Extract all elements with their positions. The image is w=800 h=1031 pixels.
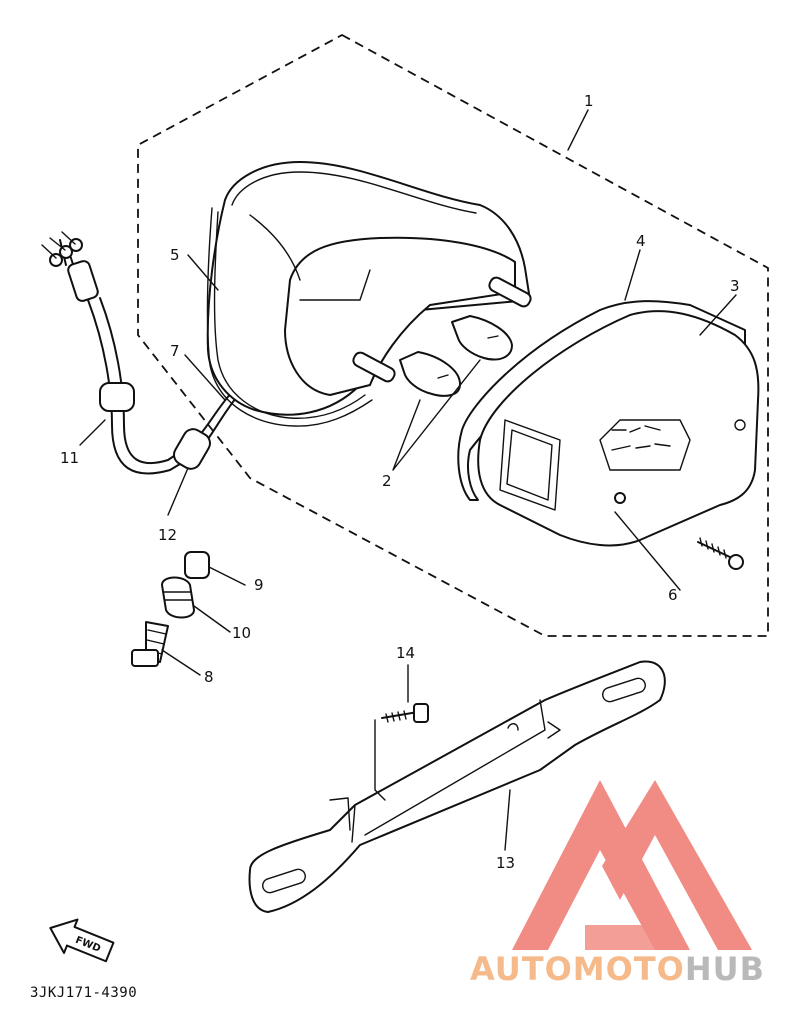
wire-clamp (173, 428, 211, 470)
forward-direction-arrow: FWD (49, 918, 115, 963)
bulb-lower (399, 351, 461, 397)
mounting-stud (488, 276, 532, 308)
tail-light-base (206, 161, 532, 427)
logo-mountain-right (602, 780, 752, 950)
callout-10: 10 (232, 624, 251, 642)
leader-lines (79, 109, 737, 851)
wire-harness (41, 231, 237, 475)
watermark-logo (512, 780, 752, 950)
logo-mountain-left (512, 780, 690, 950)
watermark-text: AUTOMOTOHUB (470, 950, 765, 988)
assembly-boundary (137, 33, 769, 637)
callout-1: 1 (584, 92, 594, 110)
callout-7: 7 (170, 342, 180, 360)
callout-9: 9 (254, 576, 264, 594)
wire-grommet (99, 382, 135, 412)
bulb-upper (451, 315, 513, 361)
bulbs (399, 315, 513, 397)
callout-numbers: 1 2 3 4 5 6 7 8 9 10 11 12 13 14 (60, 92, 740, 872)
spacer-collar (184, 551, 210, 579)
tail-light-lens (477, 310, 760, 547)
callout-12: 12 (158, 526, 177, 544)
callout-13: 13 (496, 854, 515, 872)
callout-4: 4 (636, 232, 646, 250)
callout-6: 6 (668, 586, 678, 604)
arrow-left-icon (49, 918, 115, 963)
bracket-bolt (374, 703, 429, 801)
callout-2: 2 (382, 472, 392, 490)
callout-3: 3 (730, 277, 740, 295)
watermark-text-part1: AUTOMOTO (470, 950, 685, 988)
watermark-text-part2: HUB (685, 950, 765, 988)
reflector-window (499, 419, 561, 511)
fastener-stack (131, 551, 210, 667)
callout-14: 14 (396, 644, 415, 662)
figure-code: 3JKJ171-4390 (30, 985, 137, 1001)
callout-5: 5 (170, 246, 180, 264)
wire-sleeve (67, 260, 99, 302)
connector-terminal-icon (49, 253, 63, 267)
callout-8: 8 (204, 668, 214, 686)
grommet-washer (161, 576, 195, 619)
callout-11: 11 (60, 449, 79, 467)
lens-screw (697, 537, 744, 570)
mounting-stud (352, 351, 396, 383)
license-plate-bracket (248, 660, 666, 913)
